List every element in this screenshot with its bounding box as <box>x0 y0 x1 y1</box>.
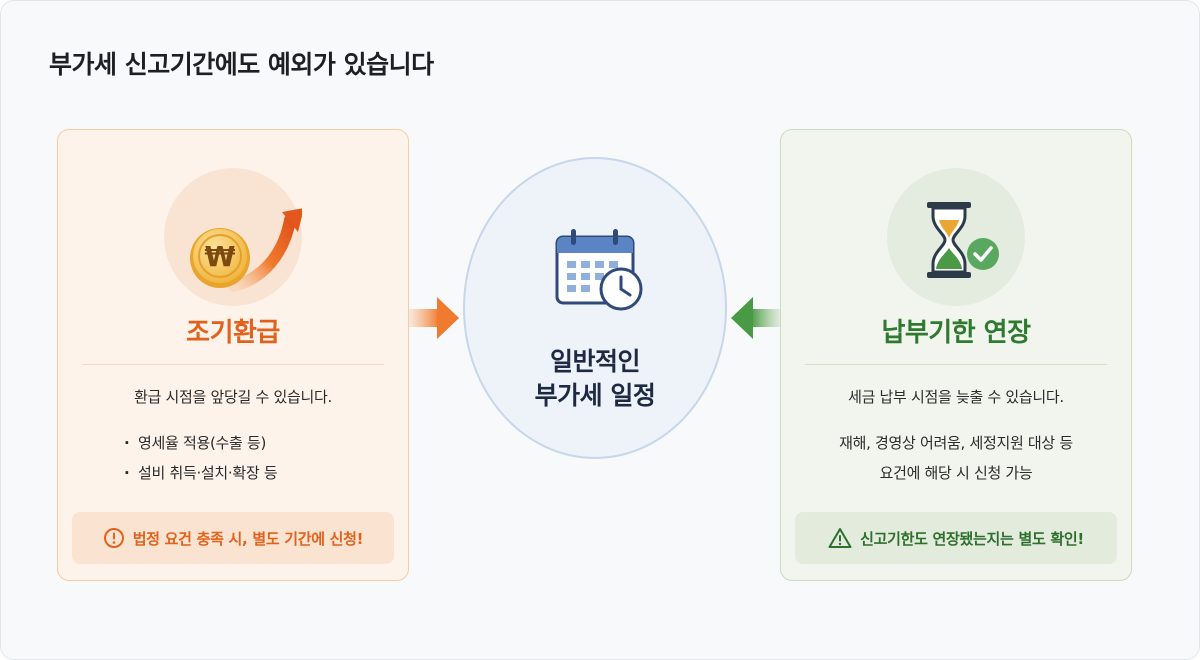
note-text: 법정 요건 충족 시, 별도 기간에 신청! <box>132 529 364 548</box>
divider <box>805 364 1107 365</box>
note-text: 신고기한도 연장됐는지는 별도 확인! <box>860 529 1084 548</box>
list-item: ·설비 취득·설치·확장 등 <box>124 464 278 482</box>
detail-line: 요건에 해당 시 신청 가능 <box>879 464 1033 482</box>
right-arrow-icon <box>409 297 459 339</box>
general-schedule-circle: 일반적인 부가세 일정 <box>463 157 727 459</box>
coin-symbol: ₩ <box>205 240 236 273</box>
early-refund-title: 조기환급 <box>186 318 280 348</box>
payment-extension-description: 세금 납부 시점을 늦출 수 있습니다. <box>848 388 1064 406</box>
detail-line: 재해, 경영상 어려움, 세정지원 대상 등 <box>839 434 1073 452</box>
list-item: ·영세율 적용(수출 등) <box>124 434 267 452</box>
hourglass-check-icon <box>887 168 1025 306</box>
general-schedule-label: 일반적인 부가세 일정 <box>465 345 725 413</box>
calendar-clock-icon <box>555 229 643 311</box>
center-line: 부가세 일정 <box>534 381 656 410</box>
page-title: 부가세 신고기간에도 예외가 있습니다 <box>49 50 434 79</box>
alert-circle-icon <box>103 528 124 548</box>
bullet-text: 설비 취득·설치·확장 등 <box>138 464 278 482</box>
center-line: 일반적인 <box>549 347 641 376</box>
payment-extension-note: 신고기한도 연장됐는지는 별도 확인! <box>795 512 1117 564</box>
early-refund-description: 환급 시점을 앞당길 수 있습니다. <box>134 388 332 406</box>
early-refund-card: ₩ 조기환급 환급 시점을 앞당길 수 있습니다. ·영세율 적용(수출 등) … <box>57 129 409 581</box>
warning-triangle-icon <box>828 528 852 548</box>
payment-extension-details: 재해, 경영상 어려움, 세정지원 대상 등 요건에 해당 시 신청 가능 <box>781 428 1131 488</box>
early-refund-note: 법정 요건 충족 시, 별도 기간에 신청! <box>72 512 394 564</box>
divider <box>82 364 384 365</box>
left-arrow-icon <box>731 297 781 339</box>
bullet-text: 영세율 적용(수출 등) <box>138 434 267 452</box>
early-refund-bullets: ·영세율 적용(수출 등) ·설비 취득·설치·확장 등 <box>124 428 278 488</box>
payment-extension-title: 납부기한 연장 <box>881 318 1031 348</box>
payment-extension-card: 납부기한 연장 세금 납부 시점을 늦출 수 있습니다. 재해, 경영상 어려움… <box>780 129 1132 581</box>
won-coin-up-arrow-icon: ₩ <box>164 168 302 306</box>
